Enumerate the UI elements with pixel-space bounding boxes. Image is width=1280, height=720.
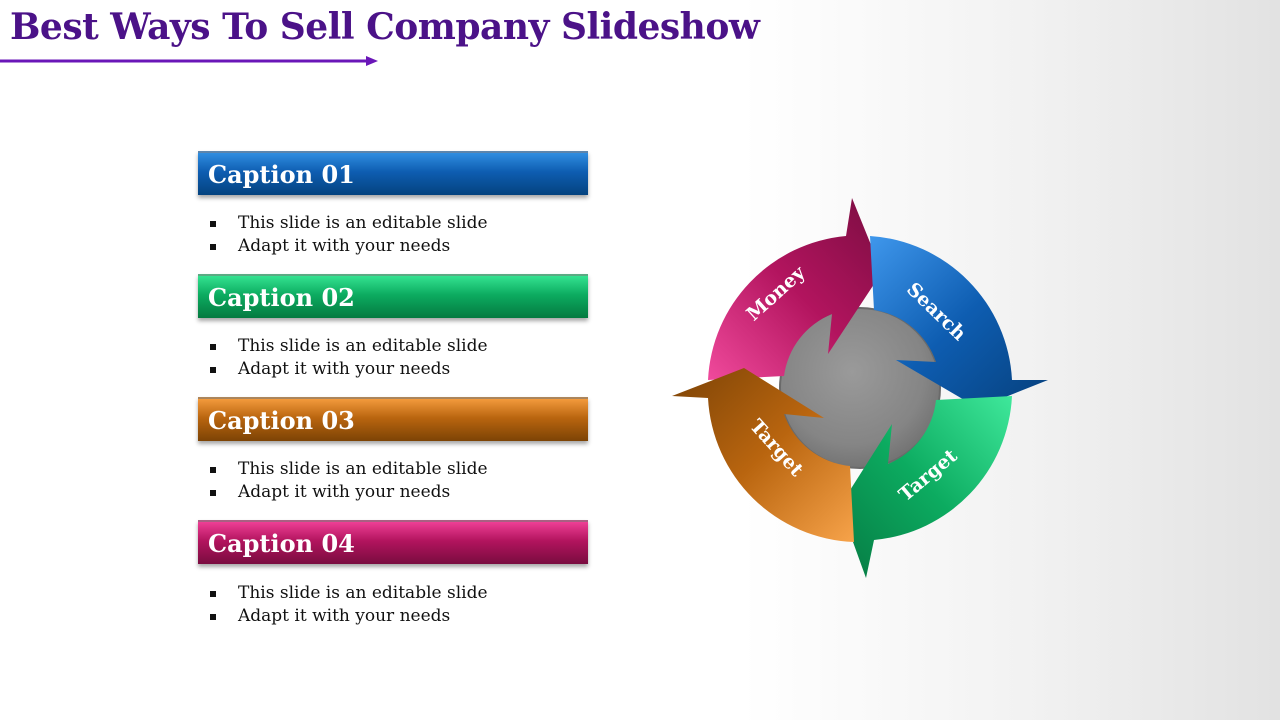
cycle-diagram: Money Search Target Target: [672, 198, 1048, 578]
bullet-square-icon: [210, 344, 216, 350]
bullet-item: Adapt it with your needs: [208, 481, 488, 504]
bullet-square-icon: [210, 221, 216, 227]
caption-01-bullets: This slide is an editable slide Adapt it…: [208, 212, 488, 258]
bullet-square-icon: [210, 614, 216, 620]
cycle-segment-money: [708, 198, 882, 380]
caption-label: Caption 01: [208, 159, 355, 189]
caption-label: Caption 02: [208, 282, 355, 312]
bullet-item: Adapt it with your needs: [208, 235, 488, 258]
caption-bar-03: Caption 03: [198, 397, 588, 441]
caption-04-bullets: This slide is an editable slide Adapt it…: [208, 582, 488, 628]
bullet-square-icon: [210, 367, 216, 373]
cycle-segment-target-left: [672, 368, 854, 542]
caption-bar-04: Caption 04: [198, 520, 588, 564]
caption-bar-02: Caption 02: [198, 274, 588, 318]
bullet-item: Adapt it with your needs: [208, 358, 488, 381]
bullet-square-icon: [210, 591, 216, 597]
cycle-segment-target-right: [840, 396, 1012, 578]
bullet-square-icon: [210, 244, 216, 250]
cycle-segment-search: [870, 236, 1048, 408]
bullet-square-icon: [210, 467, 216, 473]
slide-title: Best Ways To Sell Company Slideshow: [10, 6, 760, 48]
cycle-center: [779, 307, 941, 469]
bullet-square-icon: [210, 490, 216, 496]
caption-03-bullets: This slide is an editable slide Adapt it…: [208, 458, 488, 504]
caption-02-bullets: This slide is an editable slide Adapt it…: [208, 335, 488, 381]
caption-bar-01: Caption 01: [198, 151, 588, 195]
bullet-item: This slide is an editable slide: [208, 458, 488, 481]
bullet-item: This slide is an editable slide: [208, 335, 488, 358]
title-underline-arrow: [0, 56, 378, 66]
bullet-item: This slide is an editable slide: [208, 582, 488, 605]
caption-label: Caption 04: [208, 528, 355, 558]
bullet-item: This slide is an editable slide: [208, 212, 488, 235]
bullet-item: Adapt it with your needs: [208, 605, 488, 628]
caption-label: Caption 03: [208, 405, 355, 435]
